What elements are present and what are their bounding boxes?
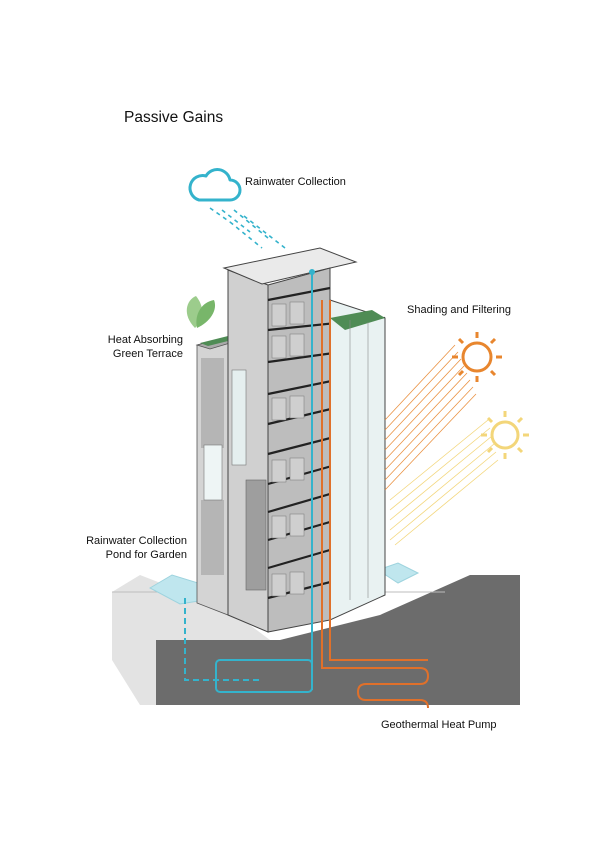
green-terrace-roof bbox=[200, 336, 236, 346]
cloud-icon bbox=[188, 168, 242, 202]
label-shading: Shading and Filtering bbox=[407, 304, 511, 316]
right-wing bbox=[329, 299, 386, 621]
label-green-terrace-line2: Green Terrace bbox=[112, 348, 183, 360]
sun-icon bbox=[452, 332, 502, 382]
label-green-terrace-line1: Heat Absorbing bbox=[107, 334, 183, 346]
label-geothermal: Geothermal Heat Pump bbox=[381, 719, 497, 731]
geothermal-pipe bbox=[321, 300, 430, 709]
label-green-terrace: Heat Absorbing Green Terrace bbox=[82, 333, 183, 361]
rain-drops bbox=[209, 207, 286, 249]
shading-rays-orange bbox=[384, 344, 477, 491]
perforated-screen bbox=[201, 358, 224, 575]
shading-rays-yellow bbox=[389, 419, 499, 546]
tower-window-strip bbox=[231, 369, 247, 466]
label-rainwater-collection: Rainwater Collection bbox=[245, 176, 346, 188]
right-green-roof bbox=[330, 310, 385, 330]
right-pond bbox=[376, 562, 420, 584]
pipe-inlet bbox=[309, 269, 315, 275]
annex-window bbox=[203, 444, 223, 501]
tower-grille bbox=[245, 479, 267, 591]
sun-icon-faded bbox=[481, 411, 529, 459]
rainwater-pipe bbox=[184, 272, 313, 693]
leaf-icon bbox=[186, 296, 216, 328]
label-pond: Rainwater Collection Pond for Garden bbox=[60, 534, 187, 562]
core-cells bbox=[271, 301, 305, 597]
right-wing-mullions bbox=[349, 320, 369, 600]
label-pond-line1: Rainwater Collection bbox=[86, 535, 187, 547]
label-pond-line2: Pond for Garden bbox=[105, 549, 187, 561]
ground-plane bbox=[156, 575, 520, 705]
diagram-title: Passive Gains bbox=[124, 109, 224, 126]
tower-roof bbox=[222, 247, 358, 285]
